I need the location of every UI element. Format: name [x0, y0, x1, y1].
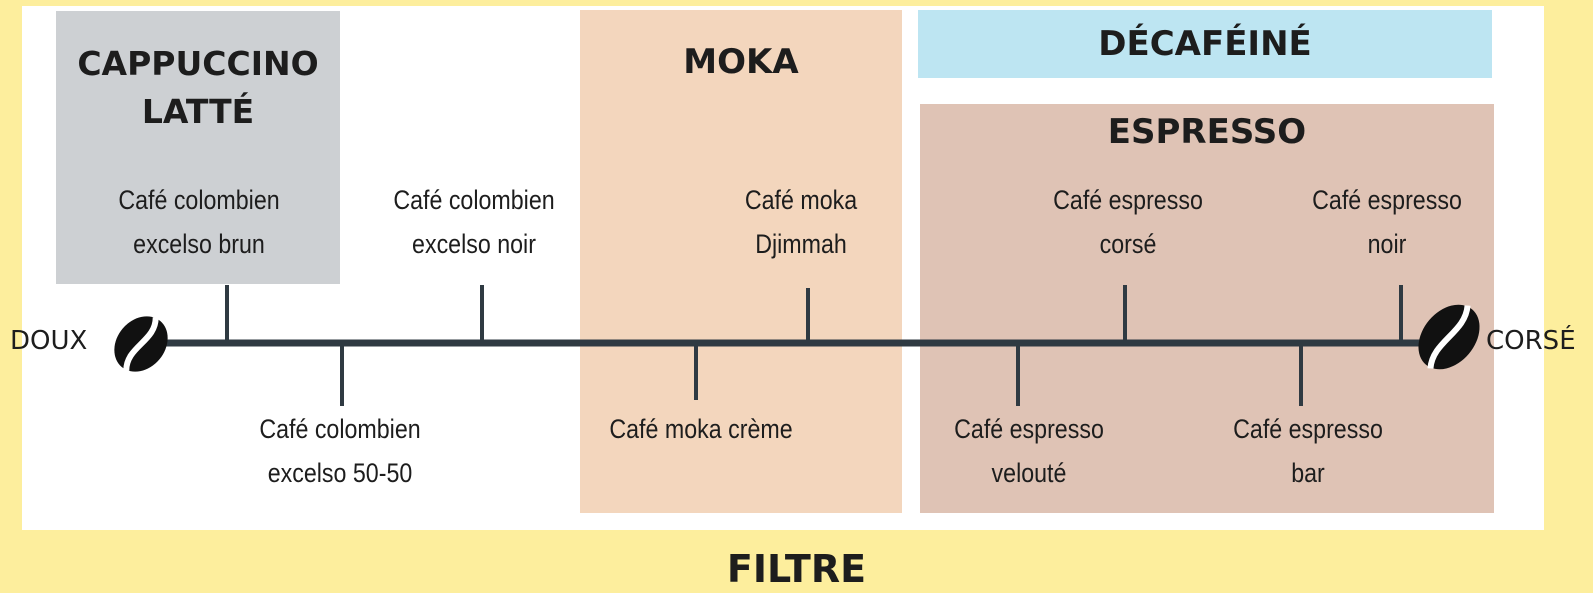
scale-end-label: CORSÉ — [1486, 326, 1576, 356]
scale-start-label: DOUX — [10, 326, 88, 356]
coffee-label-espresso-bar: Café espresso bar — [1233, 414, 1383, 488]
coffee-label-colombien-brun: Café colombien excelso brun — [118, 185, 280, 259]
espresso-zone — [920, 104, 1494, 513]
coffee-label-espresso-noir: Café espresso noir — [1312, 185, 1462, 259]
decaf-zone — [918, 10, 1492, 78]
coffee-label-colombien-50-50: Café colombien excelso 50-50 — [259, 414, 421, 488]
cappuccino-latte-zone — [56, 11, 340, 284]
coffee-label-moka-djimmah: Café moka Djimmah — [744, 185, 858, 259]
moka-zone — [580, 10, 902, 513]
espresso-heading: ESPRESSO — [1107, 112, 1307, 152]
coffee-label-moka-creme: Café moka crème — [609, 414, 793, 444]
coffee-bean-icon — [1418, 304, 1480, 370]
coffee-bean-icon — [114, 316, 168, 372]
moka-heading: MOKA — [683, 42, 799, 82]
coffee-label-espresso-corse: Café espresso corsé — [1053, 185, 1203, 259]
coffee-label-espresso-veloute: Café espresso velouté — [954, 414, 1104, 488]
decaf-heading: DÉCAFÉINÉ — [1098, 24, 1312, 64]
coffee-label-colombien-noir: Café colombien excelso noir — [393, 185, 555, 259]
cappuccino-latte-heading: CAPPUCCINO LATTÉ — [77, 44, 319, 131]
filter-title: FILTRE — [726, 547, 867, 591]
